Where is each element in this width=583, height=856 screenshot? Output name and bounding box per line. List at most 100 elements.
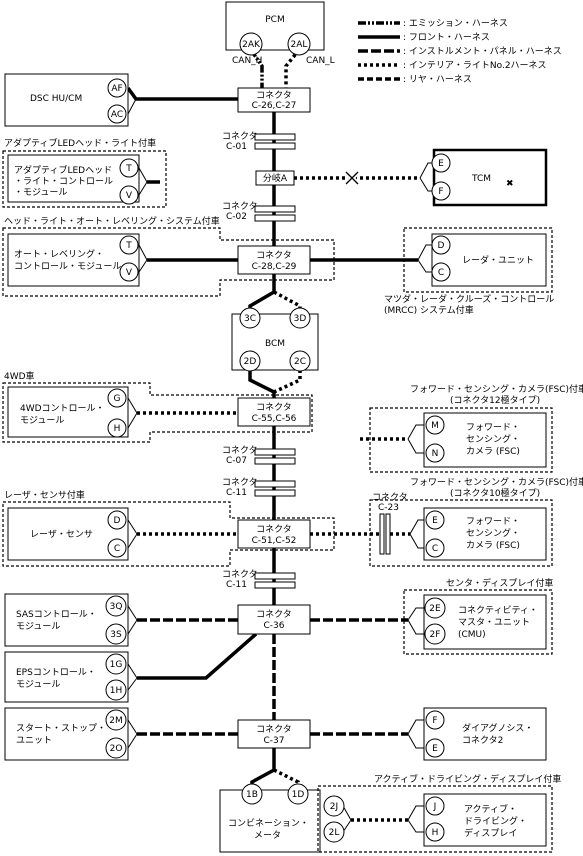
bcm-pin-3d [289, 307, 311, 329]
diag-pin-e [425, 738, 445, 758]
diag-label1: ダイアグノシス・ [462, 722, 533, 734]
awd-pin-g-label: G [114, 394, 121, 404]
connector-c51-label2: C-51,C-52 [252, 536, 297, 546]
dsc-pin-af-label: AF [111, 84, 122, 94]
eps-pin-1h [105, 679, 127, 701]
wire-fsc10-fork [409, 519, 424, 549]
connector-c11-upper: コネクタ C-11 [222, 477, 296, 498]
adaptive-led-label3: ・モジュール [14, 188, 67, 198]
awd-label1: 4WDコントロール・ [20, 404, 105, 414]
cmu-label2: マスタ・ユニット [458, 617, 530, 628]
c11a-label2: C-11 [226, 488, 247, 498]
radar-pin-c [431, 262, 451, 282]
radar-option-frame [403, 227, 553, 293]
connector-c26-label2: C-26,C-27 [252, 101, 297, 111]
wire-tcm-fork [419, 162, 434, 192]
c01-bottom [254, 142, 296, 150]
eps-label1: EPSコントロール・ [16, 668, 96, 678]
laser-label: レーザ・センサ [30, 529, 93, 540]
adaptive-led-pin-v-label: V [126, 191, 133, 201]
fsc12-pin-m [425, 415, 445, 435]
dsc-pin-ac-label: AC [111, 110, 123, 120]
fsc12-note1: フォワード・センシング・カメラ(FSC)付車 [410, 383, 583, 395]
fsc10-pin-c [425, 538, 445, 558]
awd-label2: モジュール [20, 416, 64, 426]
awd-pin-g [107, 388, 127, 408]
fsc12-label3: カメラ (FSC) [466, 446, 520, 457]
cmu-pin-2f-label: 2F [430, 630, 441, 640]
c11a-bottom [254, 489, 296, 497]
bcm-pin-2c-label: 2C [294, 357, 306, 367]
dsc-label: DSC HU/CM [30, 94, 82, 104]
tcm-box [432, 148, 548, 207]
meter-pin-1d [287, 783, 309, 805]
c07-top [254, 448, 296, 456]
tcm-pin-e-label: E [438, 159, 444, 169]
fsc12-box [423, 412, 547, 468]
add-pin-h-label: H [432, 828, 439, 838]
connector-c37: コネクタ C-37 [237, 719, 311, 749]
wire-sas-fork [127, 605, 138, 635]
add-pin-j [425, 796, 445, 816]
add-box [423, 793, 547, 847]
bcm-pin-2c [289, 350, 311, 372]
adaptive-led-label1: アダプティブLEDヘッド [14, 164, 112, 176]
fsc10-option-frame [369, 499, 553, 567]
radar-pin-c-label: C [438, 268, 444, 278]
adaptive-led-box [7, 154, 140, 203]
connector-c55-label1: コネクタ [256, 402, 292, 413]
pcm-label: PCM [265, 15, 284, 25]
legend-emission-label: : エミッション・ハーネス [403, 18, 508, 29]
leveling-pin-v-label: V [126, 268, 133, 278]
connector-c55-label2: C-55,C-56 [252, 414, 297, 424]
branch-a-label: 分岐A [263, 172, 288, 184]
start-stop-pin-2o [105, 737, 127, 759]
connector-c37-box [237, 719, 311, 749]
connector-c36: コネクタ C-36 [237, 604, 311, 635]
can-l-label: CAN_L [306, 56, 335, 66]
leveling-note: ヘッド・ライト・オート・レベリング・システム付車 [4, 215, 220, 227]
connector-c51-label1: コネクタ [256, 524, 292, 535]
c07-label1: コネクタ [222, 445, 258, 456]
fsc12-option-frame [369, 407, 553, 473]
cmu-note: センタ・ディスプレイ付車 [446, 577, 553, 589]
c02-top [254, 205, 296, 213]
add-pin-2l [323, 821, 345, 843]
leveling-box [7, 233, 140, 287]
connector-c37-label2: C-37 [264, 736, 285, 746]
leveling-pin-v [119, 262, 139, 282]
meter-module: コンビネーション・ メータ 1B 1D [219, 783, 321, 853]
pcm-module: PCM 2AK 2AL CAN_H CAN_L [225, 1, 335, 66]
cmu-label1: コネクティビティ・ [458, 605, 538, 616]
diag-pin-f-label: F [432, 716, 437, 726]
laser-option-frame [2, 501, 335, 567]
connector-c51-c52: コネクタ C-51,C-52 [237, 519, 311, 549]
c07-label2: C-07 [226, 456, 247, 466]
adaptive-led-pin-t [119, 158, 139, 178]
leveling-label2: コントロール・モジュール [14, 262, 121, 272]
c07-bottom [254, 457, 296, 465]
connector-c55-box [237, 397, 311, 427]
fsc12-module: フォワード・センシング・カメラ(FSC)付車 (コネクタ12極タイプ) フォワー… [369, 383, 583, 473]
branch-a: 分岐A [255, 170, 295, 186]
bcm-pin-3c-label: 3C [244, 314, 256, 324]
legend-interior-label: : インテリア・ライトNo.2ハーネス [403, 60, 547, 71]
connector-c07: コネクタ C-07 [222, 445, 296, 466]
add-label1: アクティブ・ [464, 803, 517, 815]
fsc10-note1: フォワード・センシング・カメラ(FSC)付車 [410, 476, 583, 488]
wire-dsc [126, 86, 238, 101]
wire-eps [137, 632, 258, 680]
connector-c28-c29: コネクタ C-28,C-29 [237, 245, 311, 275]
start-stop-label2: ユニット [16, 736, 52, 746]
connector-c26-c27: コネクタ C-26,C-27 [237, 87, 311, 113]
wire-add-right-fork [407, 805, 424, 833]
awd-note: 4WD車 [4, 370, 35, 382]
sas-module: SASコントロール・ モジュール 3Q 3S [4, 593, 129, 647]
cmu-pin-2f [424, 623, 446, 645]
dsc-box [4, 73, 129, 127]
adaptive-led-pin-v [119, 185, 139, 205]
sas-pin-3s-label: 3S [110, 630, 122, 640]
c23-left [379, 513, 385, 555]
adaptive-led-pin-t-label: T [125, 164, 132, 174]
